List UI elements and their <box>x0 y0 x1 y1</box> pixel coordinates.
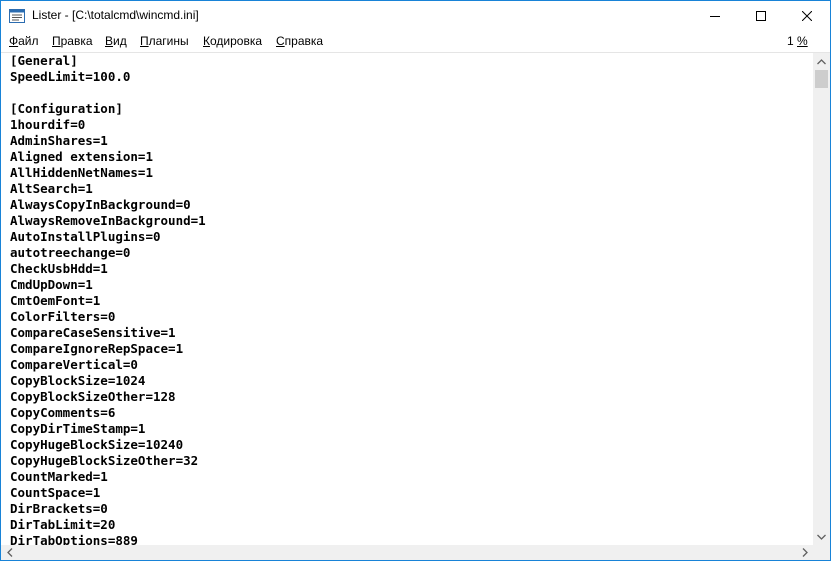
menu-encoding-label: Кодировка <box>203 34 263 48</box>
menu-file[interactable]: Файл <box>9 34 39 48</box>
scroll-percent: 1 % <box>787 34 808 48</box>
text-line: Aligned extension=1 <box>10 149 153 164</box>
text-lines: [General]SpeedLimit=100.0 [Configuration]… <box>10 53 206 545</box>
menu-bar: Файл Правка Вид Плагины Кодировка Справк… <box>1 31 830 52</box>
text-line: DirTabLimit=20 <box>10 517 116 532</box>
text-line: CheckUsbHdd=1 <box>10 261 108 276</box>
close-icon <box>802 11 812 21</box>
minimize-icon <box>710 16 720 17</box>
menu-plugins[interactable]: Плагины <box>140 34 189 48</box>
menu-edit[interactable]: Правка <box>52 34 93 48</box>
horizontal-scrollbar[interactable] <box>1 545 813 560</box>
chevron-right-icon <box>802 548 808 557</box>
text-line: AdminShares=1 <box>10 133 108 148</box>
menu-divider <box>1 52 830 53</box>
text-line: AlwaysCopyInBackground=0 <box>10 197 191 212</box>
text-line: CmtOemFont=1 <box>10 293 101 308</box>
scroll-up-button[interactable] <box>813 53 830 70</box>
text-line: CopyDirTimeStamp=1 <box>10 421 146 436</box>
text-line: CountSpace=1 <box>10 485 101 500</box>
text-line: CompareVertical=0 <box>10 357 138 372</box>
vertical-scroll-thumb[interactable] <box>815 70 828 88</box>
menu-view-label: Вид <box>105 34 127 48</box>
minimize-button[interactable] <box>692 1 738 31</box>
text-line: CopyBlockSizeOther=128 <box>10 389 176 404</box>
menu-plugins-label: Плагины <box>140 34 189 48</box>
text-line: CompareIgnoreRepSpace=1 <box>10 341 184 356</box>
text-line: DirTabOptions=889 <box>10 533 138 545</box>
scroll-right-button[interactable] <box>796 545 813 560</box>
scrollbar-corner <box>813 545 830 560</box>
scroll-left-button[interactable] <box>1 545 18 560</box>
text-line: CopyComments=6 <box>10 405 116 420</box>
text-line: autotreechange=0 <box>10 245 131 260</box>
text-line: [Configuration] <box>10 101 123 116</box>
chevron-down-icon <box>817 534 826 540</box>
menu-help[interactable]: Справка <box>276 34 323 48</box>
maximize-button[interactable] <box>738 1 784 31</box>
text-line: DirBrackets=0 <box>10 501 108 516</box>
chevron-left-icon <box>6 548 12 557</box>
menu-file-label: Файл <box>9 34 39 48</box>
text-line: SpeedLimit=100.0 <box>10 69 131 84</box>
text-line <box>10 85 206 101</box>
menu-view[interactable]: Вид <box>105 34 127 48</box>
text-line: CountMarked=1 <box>10 469 108 484</box>
text-line: CopyBlockSize=1024 <box>10 373 146 388</box>
menu-help-label: Справка <box>276 34 324 48</box>
text-viewer[interactable]: [General]SpeedLimit=100.0 [Configuration]… <box>1 53 813 545</box>
text-line: AlwaysRemoveInBackground=1 <box>10 213 206 228</box>
maximize-icon <box>756 11 766 21</box>
menu-encoding[interactable]: Кодировка <box>203 34 262 48</box>
text-line: CopyHugeBlockSizeOther=32 <box>10 453 199 468</box>
text-line: AutoInstallPlugins=0 <box>10 229 161 244</box>
chevron-up-icon <box>817 58 826 64</box>
vertical-scrollbar[interactable] <box>813 53 830 545</box>
window-title: Lister - [C:\totalcmd\wincmd.ini] <box>32 8 199 22</box>
title-bar[interactable]: Lister - [C:\totalcmd\wincmd.ini] <box>1 1 830 31</box>
text-line: 1hourdif=0 <box>10 117 86 132</box>
lister-app-icon <box>9 9 25 23</box>
text-line: CopyHugeBlockSize=10240 <box>10 437 184 452</box>
text-line: AllHiddenNetNames=1 <box>10 165 153 180</box>
text-line: ColorFilters=0 <box>10 309 116 324</box>
text-line: CompareCaseSensitive=1 <box>10 325 176 340</box>
scroll-down-button[interactable] <box>813 528 830 545</box>
menu-edit-label: Правка <box>52 34 93 48</box>
text-line: CmdUpDown=1 <box>10 277 93 292</box>
text-line: AltSearch=1 <box>10 181 93 196</box>
text-line: [General] <box>10 53 78 68</box>
close-button[interactable] <box>784 1 830 31</box>
